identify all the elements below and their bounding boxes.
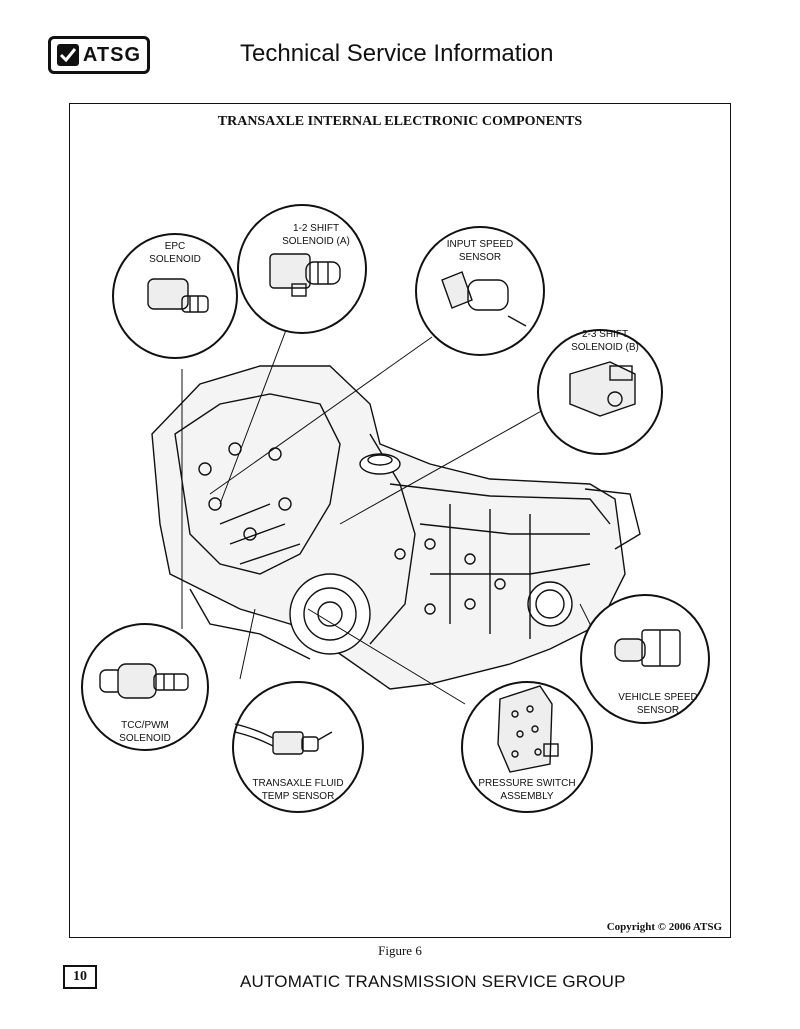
callout-pss: PRESSURE SWITCH ASSEMBLY — [461, 681, 593, 813]
tcc-pwm-solenoid-icon — [99, 663, 189, 699]
epc-solenoid-icon — [147, 278, 209, 313]
pressure-switch-assembly-icon — [497, 685, 559, 773]
figure-caption: Figure 6 — [378, 943, 422, 958]
svg-text:SOLENOID: SOLENOID — [149, 254, 201, 265]
svg-text:SOLENOID: SOLENOID — [119, 733, 171, 744]
callout-tft: TRANSAXLE FLUID TEMP SENSOR — [232, 681, 364, 813]
svg-text:TCC/PWM: TCC/PWM — [121, 720, 169, 731]
page-title: Technical Service Information — [240, 40, 554, 67]
copyright-notice: Copyright © 2006 ATSG — [606, 921, 722, 933]
svg-text:TRANSAXLE FLUID: TRANSAXLE FLUID — [252, 778, 343, 789]
callout-tcc: TCC/PWM SOLENOID — [81, 623, 209, 751]
svg-text:SOLENOID (B): SOLENOID (B) — [571, 342, 639, 353]
leader-lines — [149, 308, 601, 705]
svg-text:EPC: EPC — [165, 241, 186, 252]
atsg-logo: ATSG — [48, 36, 150, 74]
callout-epc: EPC SOLENOID — [112, 233, 238, 359]
diagram-title: TRANSAXLE INTERNAL ELECTRONIC COMPONENTS — [217, 114, 583, 129]
shift-solenoid-b-icon — [569, 361, 636, 417]
svg-text:VEHICLE SPEED: VEHICLE SPEED — [618, 692, 697, 703]
diagram-frame: TRANSAXLE INTERNAL ELECTRONIC COMPONENTS — [69, 103, 731, 938]
callout-iss: INPUT SPEED SENSOR — [415, 226, 545, 356]
svg-text:2-3 SHIFT: 2-3 SHIFT — [582, 329, 628, 340]
callout-shift23: 2-3 SHIFT SOLENOID (B) — [537, 329, 663, 455]
fluid-temp-sensor-icon — [234, 723, 333, 755]
input-speed-sensor-icon — [441, 271, 527, 327]
svg-text:1-2 SHIFT: 1-2 SHIFT — [293, 223, 339, 234]
svg-text:INPUT SPEED: INPUT SPEED — [447, 239, 514, 250]
svg-text:PRESSURE SWITCH: PRESSURE SWITCH — [478, 778, 575, 789]
svg-text:ASSEMBLY: ASSEMBLY — [500, 791, 553, 802]
checkmark-icon — [57, 44, 79, 66]
svg-text:SOLENOID (A): SOLENOID (A) — [282, 236, 350, 247]
transaxle-illustration — [151, 365, 641, 690]
shift-solenoid-a-icon — [269, 253, 341, 297]
footer-text: AUTOMATIC TRANSMISSION SERVICE GROUP — [240, 972, 626, 991]
svg-text:TEMP SENSOR: TEMP SENSOR — [262, 791, 335, 802]
svg-text:SENSOR: SENSOR — [459, 252, 501, 263]
vehicle-speed-sensor-icon — [614, 629, 681, 667]
callout-shift12: 1-2 SHIFT SOLENOID (A) — [237, 204, 367, 334]
callout-vss: VEHICLE SPEED SENSOR — [580, 594, 710, 724]
svg-text:SENSOR: SENSOR — [637, 705, 679, 716]
logo-text: ATSG — [82, 43, 141, 66]
page-number: 10 — [63, 965, 97, 989]
transaxle-diagram: EPC SOLENOID 1-2 SHIFT SOLENOID (A) INPU… — [81, 204, 710, 813]
